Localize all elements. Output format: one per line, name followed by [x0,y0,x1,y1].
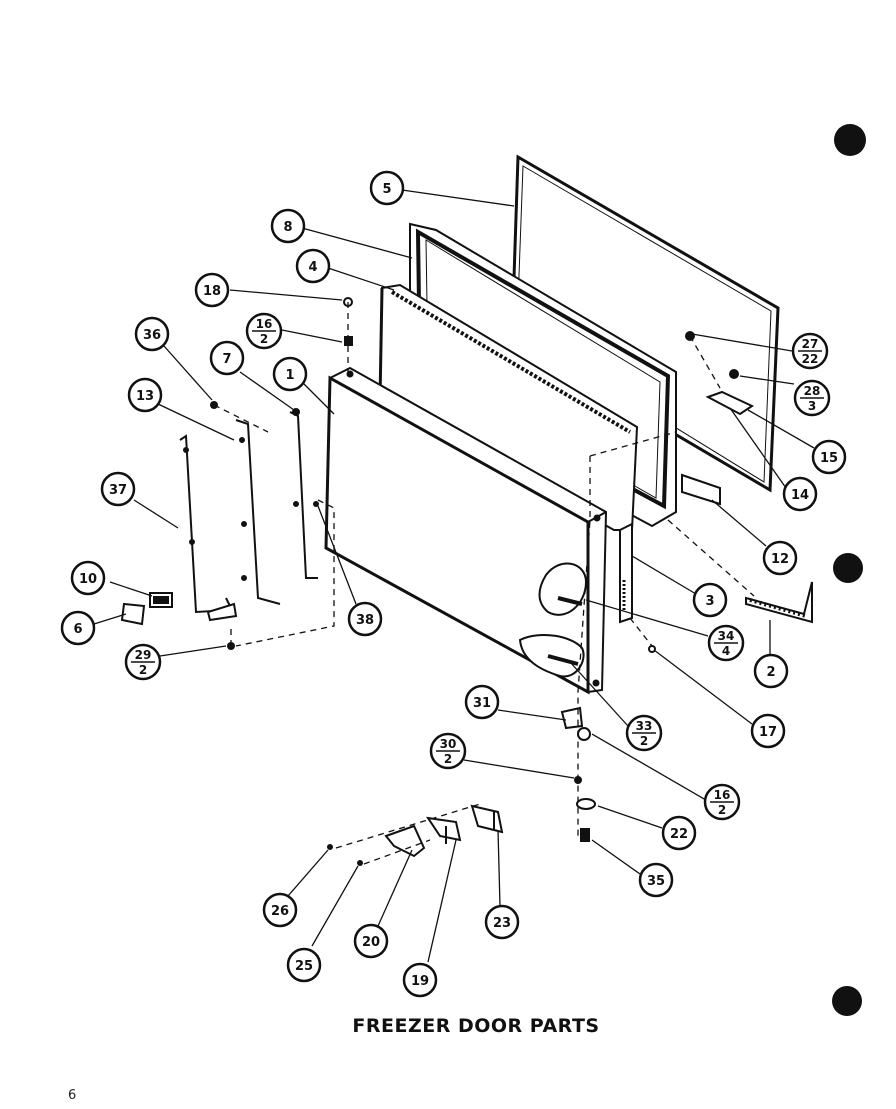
callout-16-2-upper: 16 2 [245,312,283,350]
binder-hole-top [834,124,866,156]
svg-text:29: 29 [135,648,152,662]
callout-34-4: 34 4 [707,624,745,662]
lower-hinge-assembly [384,804,504,858]
part-14-hinge [685,331,755,416]
callout-27-22: 27 22 [791,332,829,370]
part-31-hinge [560,706,584,730]
callout-35: 35 [638,862,674,898]
svg-text:26: 26 [271,904,289,919]
callout-5: 5 [369,170,405,206]
callout-14: 14 [782,476,818,512]
part-7-channel [289,408,318,579]
binder-hole-middle [833,553,863,583]
callout-38: 38 [347,601,383,637]
svg-text:28: 28 [804,384,821,398]
svg-text:4: 4 [308,260,317,275]
callout-13: 13 [127,377,163,413]
svg-text:2: 2 [766,665,775,680]
svg-text:8: 8 [283,220,292,235]
part-1-door [324,366,608,695]
svg-text:36: 36 [143,328,161,343]
svg-text:27: 27 [802,337,819,351]
callout-1: 1 [272,356,308,392]
svg-text:31: 31 [473,696,491,711]
callout-20: 20 [353,923,389,959]
part-29-bracket [206,602,238,622]
callout-19: 19 [402,962,438,998]
callout-30-2: 30 2 [429,732,467,770]
part-3-strip [619,522,633,624]
svg-text:19: 19 [411,974,429,989]
part-13-channel [235,419,281,605]
svg-text:14: 14 [791,488,809,503]
svg-text:22: 22 [670,827,688,842]
callout-3: 3 [692,582,728,618]
svg-text:3: 3 [808,399,816,413]
part-37-channel [179,434,234,614]
svg-text:2: 2 [640,734,648,748]
callout-29-2: 29 2 [124,643,162,681]
svg-text:6: 6 [73,622,82,637]
part-10-clip [149,592,173,608]
svg-text:20: 20 [362,935,380,950]
svg-text:2: 2 [139,663,147,677]
svg-text:13: 13 [136,389,154,404]
callout-23: 23 [484,904,520,940]
callout-18: 18 [194,272,230,308]
svg-text:2: 2 [260,332,268,346]
svg-text:5: 5 [382,182,391,197]
svg-text:10: 10 [79,572,97,587]
svg-text:15: 15 [820,451,838,466]
diagram-caption: FREEZER DOOR PARTS [352,1015,599,1037]
callout-6: 6 [60,610,96,646]
svg-text:12: 12 [771,552,789,567]
callout-33-2: 33 2 [625,714,663,752]
svg-text:23: 23 [493,916,511,931]
svg-text:35: 35 [647,874,665,889]
leader-lines [93,189,815,963]
callout-4: 4 [295,248,331,284]
callout-25: 25 [286,947,322,983]
callout-31: 31 [464,684,500,720]
callout-17: 17 [750,713,786,749]
svg-text:38: 38 [356,613,374,628]
svg-text:16: 16 [256,317,273,331]
svg-text:3: 3 [705,594,714,609]
callout-15: 15 [811,439,847,475]
svg-text:2: 2 [718,803,726,817]
page-number: 6 [68,1088,76,1103]
callout-2: 2 [753,653,789,689]
callout-16-2-lower: 16 2 [703,783,741,821]
callout-28-3: 28 3 [793,379,831,417]
svg-text:4: 4 [722,644,730,658]
svg-text:30: 30 [440,737,457,751]
callout-22: 22 [661,815,697,851]
svg-text:7: 7 [222,352,231,367]
svg-text:17: 17 [759,725,777,740]
svg-text:34: 34 [718,629,735,643]
svg-text:1: 1 [285,368,294,383]
svg-text:33: 33 [636,719,653,733]
svg-text:37: 37 [109,483,127,498]
part-2-bracket [745,581,813,624]
svg-text:16: 16 [714,788,731,802]
svg-text:22: 22 [802,352,819,366]
svg-text:25: 25 [295,959,313,974]
callout-7: 7 [209,340,245,376]
part-12-bracket [681,473,721,506]
binder-hole-bottom [832,986,862,1016]
svg-text:2: 2 [444,752,452,766]
callout-37: 37 [100,471,136,507]
svg-text:18: 18 [203,284,221,299]
part-22-washer [576,798,596,810]
callout-26: 26 [262,892,298,928]
assembly-dashed-lines [213,302,755,865]
callout-12: 12 [762,540,798,576]
callout-8: 8 [270,208,306,244]
callout-36: 36 [134,316,170,352]
callout-10: 10 [70,560,106,596]
